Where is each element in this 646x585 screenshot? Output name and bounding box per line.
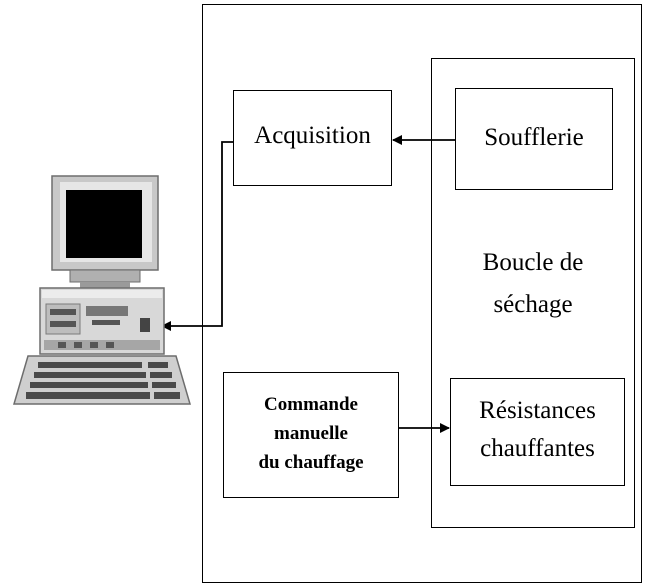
- drying-loop-label: Boucle de séchage: [445, 242, 621, 326]
- monitor-icon: [51, 175, 159, 290]
- manual-heating-control-line2: manuelle: [274, 423, 348, 444]
- manual-heating-control-line1: Commande: [264, 394, 358, 415]
- heating-resistors-label: Résistances chauffantes: [450, 392, 625, 468]
- manual-heating-control-line3: du chauffage: [258, 452, 364, 473]
- keyboard-icon: [13, 355, 191, 405]
- acquisition-to-computer-arrow: [161, 141, 233, 331]
- drying-loop-label-line1: Boucle de: [482, 249, 584, 276]
- soufflerie-box: [455, 88, 613, 190]
- heating-resistors-line1: Résistances: [479, 397, 596, 424]
- manual-heating-control-label: Commande manuelle du chauffage: [223, 390, 399, 477]
- manual-heating-control-box: [223, 372, 399, 498]
- heating-resistors-box: [450, 378, 625, 486]
- drying-loop-label-line2: séchage: [493, 291, 573, 318]
- acquisition-label: Acquisition: [254, 122, 371, 149]
- acquisition-box: [233, 90, 392, 186]
- heating-resistors-line2: chauffantes: [480, 435, 595, 462]
- system-unit-icon: [39, 287, 165, 355]
- soufflerie-label: Soufflerie: [484, 124, 584, 151]
